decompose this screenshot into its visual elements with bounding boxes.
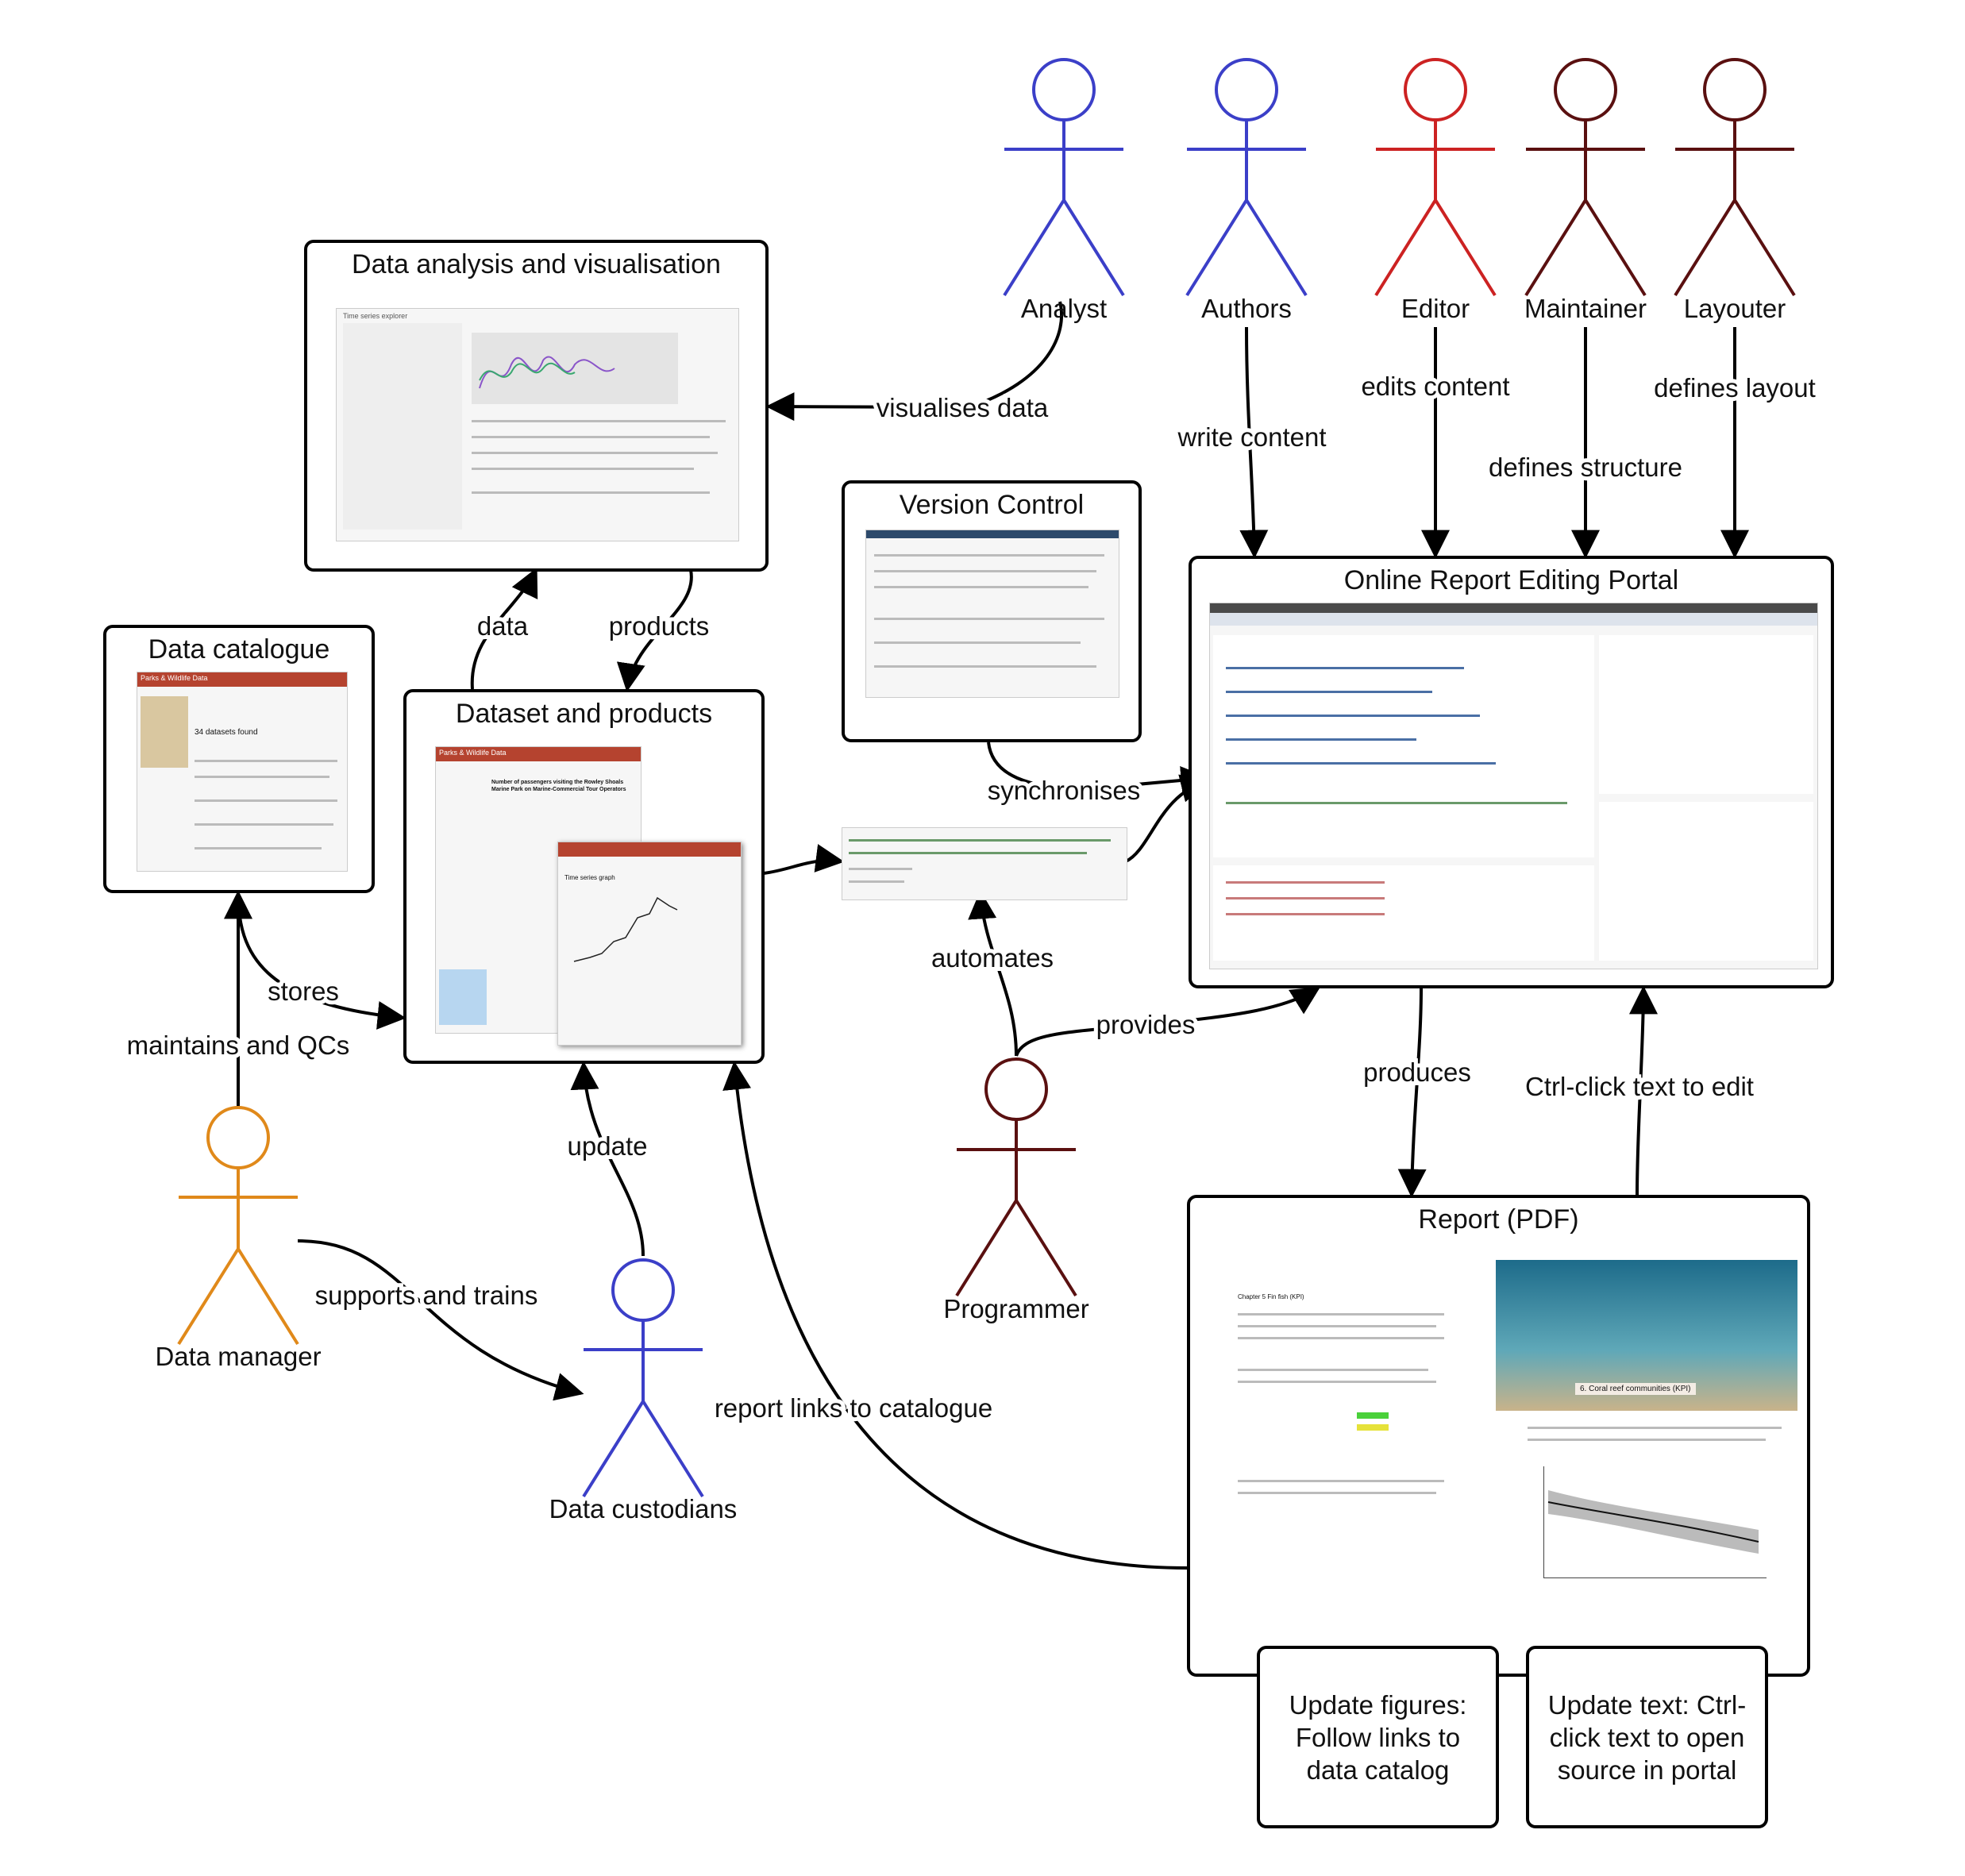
dataset-heading: Number of passengers visiting the Rowley… bbox=[491, 780, 626, 792]
automates-label: automates bbox=[931, 943, 1054, 973]
authors-figure bbox=[1185, 58, 1308, 297]
write-content-label: write content bbox=[1177, 422, 1326, 452]
update-text-note: Update text: Ctrl-click text to open sou… bbox=[1526, 1646, 1768, 1828]
chart-title: Time series graph bbox=[564, 874, 615, 881]
edge-supports-trains bbox=[297, 1239, 584, 1401]
analysis-title: Data analysis and visualisation bbox=[352, 249, 721, 279]
dataset-header: Parks & Wildlife Data bbox=[439, 749, 507, 757]
data-custodians-label: Data custodians bbox=[549, 1494, 738, 1524]
edge-update bbox=[570, 1061, 645, 1257]
analysis-screenshot: Time series explorer bbox=[336, 308, 739, 541]
maintainer-figure bbox=[1524, 58, 1647, 297]
update-text-text: Update text: Ctrl-click text to open sou… bbox=[1547, 1689, 1747, 1785]
ctrl-click-label: Ctrl-click text to edit bbox=[1525, 1072, 1754, 1101]
editor-label: Editor bbox=[1401, 294, 1470, 323]
edge-produces bbox=[1397, 988, 1427, 1198]
maintains-qcs-label: maintains and QCs bbox=[127, 1030, 350, 1060]
version-screenshot bbox=[865, 530, 1119, 698]
programmer-figure bbox=[955, 1057, 1077, 1297]
analyst-label: Analyst bbox=[1021, 294, 1107, 323]
data-custodians-figure bbox=[582, 1258, 704, 1498]
defines-structure-label: defines structure bbox=[1489, 453, 1682, 482]
report-chapter: Chapter 5 Fin fish (KPI) bbox=[1238, 1293, 1304, 1300]
portal-box: Online Report Editing Portal bbox=[1189, 556, 1834, 988]
catalogue-count: 34 datasets found bbox=[195, 728, 258, 737]
edge-automates bbox=[968, 890, 1018, 1057]
code-snippet bbox=[842, 827, 1127, 900]
report-links-label: report links to catalogue bbox=[715, 1393, 992, 1423]
report-page-right: 6. Coral reef communities (KPI) bbox=[1496, 1260, 1797, 1617]
catalogue-title: Data catalogue bbox=[148, 634, 330, 664]
edge-provides bbox=[1015, 987, 1321, 1057]
update-figures-text: Update figures: Follow links to data cat… bbox=[1289, 1689, 1467, 1785]
report-chart bbox=[1543, 1466, 1767, 1578]
supports-trains-label: supports and trains bbox=[315, 1281, 538, 1310]
products-label: products bbox=[609, 611, 710, 641]
edge-write-content bbox=[1239, 326, 1269, 559]
maintainer-label: Maintainer bbox=[1524, 294, 1647, 323]
update-label: update bbox=[568, 1131, 648, 1161]
dataset-title: Dataset and products bbox=[455, 699, 713, 729]
portal-screenshot bbox=[1209, 603, 1818, 969]
analysis-box: Data analysis and visualisation Time ser… bbox=[304, 240, 769, 572]
analyst-figure bbox=[1003, 58, 1125, 297]
dataset-box: Dataset and products Parks & Wildlife Da… bbox=[403, 689, 765, 1064]
layouter-figure bbox=[1674, 58, 1796, 297]
provides-label: provides bbox=[1096, 1010, 1196, 1039]
update-figures-note: Update figures: Follow links to data cat… bbox=[1257, 1646, 1499, 1828]
visualises-data-label: visualises data bbox=[877, 393, 1049, 422]
stores-label: stores bbox=[268, 977, 339, 1006]
data-manager-label: Data manager bbox=[155, 1342, 321, 1371]
layouter-label: Layouter bbox=[1684, 294, 1786, 323]
edge-data bbox=[470, 567, 538, 690]
time-series-plot bbox=[472, 333, 678, 404]
chart-screenshot: Time series graph bbox=[557, 842, 742, 1046]
authors-label: Authors bbox=[1201, 294, 1292, 323]
defines-layout-label: defines layout bbox=[1654, 373, 1816, 403]
analysis-heading: Time series explorer bbox=[343, 312, 408, 320]
report-box: Report (PDF) Chapter 5 Fin fish (KPI) 6.… bbox=[1187, 1195, 1810, 1677]
version-box: Version Control bbox=[842, 480, 1142, 742]
catalogue-screenshot: Parks & Wildlife Data 34 datasets found bbox=[137, 672, 348, 872]
catalogue-box: Data catalogue Parks & Wildlife Data 34 … bbox=[103, 625, 375, 893]
data-manager-figure bbox=[177, 1106, 299, 1346]
report-title: Report (PDF) bbox=[1418, 1204, 1579, 1235]
edge-visualises-data bbox=[765, 301, 1064, 422]
edge-report-links bbox=[722, 1061, 1188, 1570]
edits-content-label: edits content bbox=[1361, 372, 1509, 401]
edge-synchronises bbox=[987, 742, 1210, 795]
report-section-title: 6. Coral reef communities (KPI) bbox=[1575, 1383, 1696, 1395]
version-title: Version Control bbox=[899, 490, 1085, 520]
catalogue-header: Parks & Wildlife Data bbox=[141, 674, 208, 682]
produces-label: produces bbox=[1363, 1057, 1471, 1087]
portal-title: Online Report Editing Portal bbox=[1343, 565, 1679, 595]
report-page-left: Chapter 5 Fin fish (KPI) bbox=[1214, 1281, 1456, 1524]
edge-products bbox=[616, 569, 693, 692]
editor-figure bbox=[1374, 58, 1497, 297]
edge-dataset-to-vc bbox=[763, 844, 845, 875]
synchronises-label: synchronises bbox=[988, 776, 1141, 805]
data-label: data bbox=[477, 611, 529, 641]
programmer-label: Programmer bbox=[943, 1294, 1088, 1323]
edge-ctrl-click bbox=[1628, 985, 1658, 1196]
